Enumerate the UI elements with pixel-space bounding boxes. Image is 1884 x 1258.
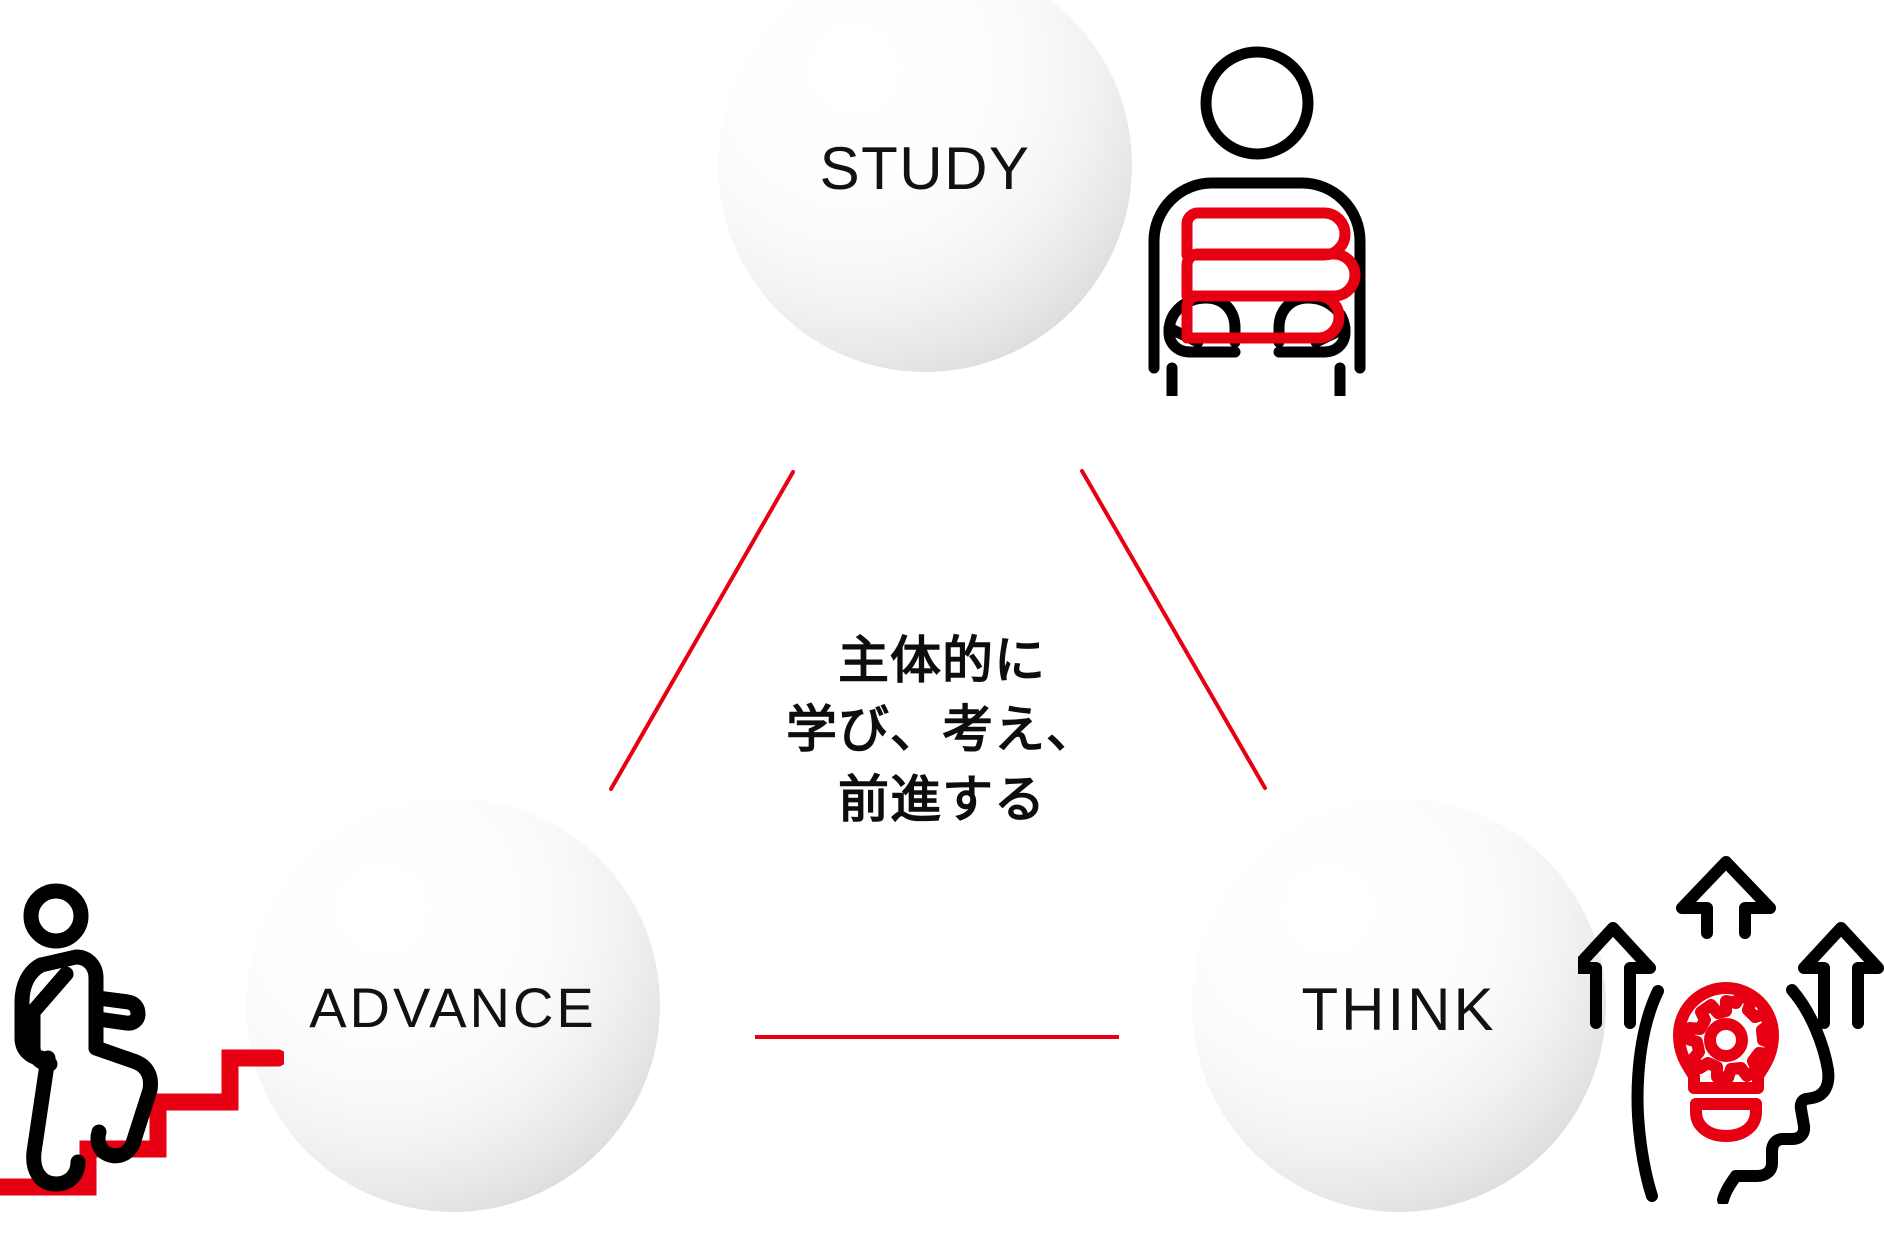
node-advance-label: ADVANCE [309, 976, 597, 1039]
node-study[interactable]: STUDY [718, 0, 1132, 372]
node-study-label: STUDY [819, 135, 1031, 202]
person-climbing-stairs-icon [0, 862, 287, 1198]
center-caption: 主体的に 学び、考え、 前進する [702, 627, 1182, 835]
head-lightbulb-gear-arrows-icon [1570, 848, 1884, 1206]
caption-line-1: 主体的に [837, 632, 1046, 691]
node-advance[interactable]: ADVANCE [246, 798, 660, 1212]
node-think[interactable]: THINK [1192, 798, 1606, 1212]
node-think-label: THINK [1301, 976, 1497, 1043]
caption-line-3: 前進する [837, 770, 1046, 830]
caption-line-2: 学び、考え、 [785, 701, 1098, 761]
person-holding-books-icon [1128, 28, 1396, 402]
